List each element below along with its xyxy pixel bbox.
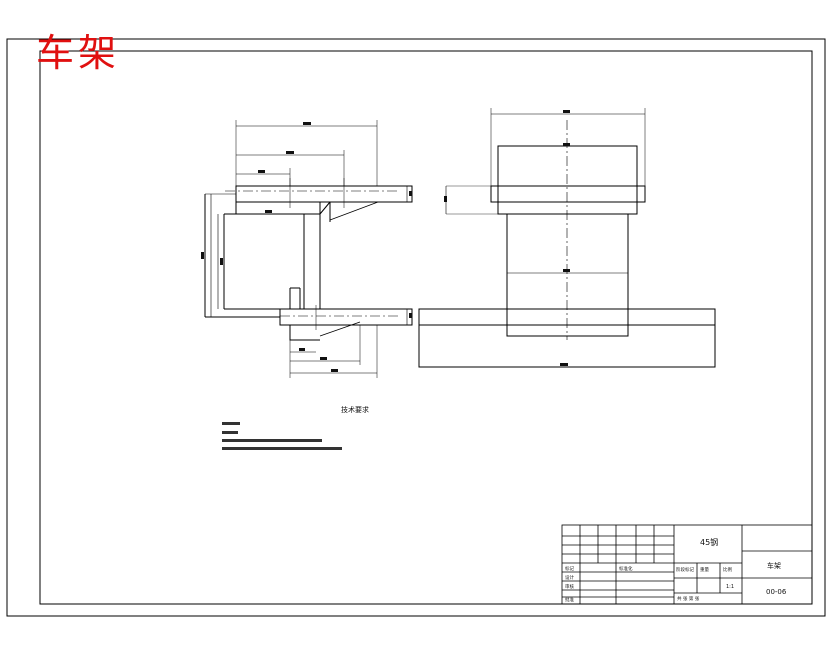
standardized-label: 标准化 (619, 565, 633, 572)
drawing-frame (39, 50, 813, 605)
body-inner-edge (235, 202, 305, 309)
part-name-label: 车架 (767, 561, 781, 570)
front-view-dimension-labels (201, 122, 447, 372)
mark-label: 标记 (565, 565, 574, 572)
technical-notes: 技术要求 (222, 405, 369, 450)
side-upper-block (497, 145, 638, 215)
stage-mark-label: 阶段标记 (676, 566, 694, 573)
approved-label: 批准 (565, 596, 574, 603)
checked-label: 审核 (565, 583, 574, 590)
sheet-outer-border (6, 38, 826, 617)
front-view (204, 120, 413, 378)
notes-heading: 技术要求 (341, 405, 369, 414)
drawing-number: 00-06 (766, 588, 787, 596)
side-view (418, 108, 716, 368)
side-column (506, 213, 629, 337)
title-block-text: 45钢 车架 00-06 1:1 标记 设计 审核 批准 标准化 阶段标记 重量… (565, 537, 787, 603)
top-flange (235, 185, 413, 203)
scale-value: 1:1 (726, 584, 734, 590)
title-block (561, 524, 813, 605)
side-view-dimension-labels (560, 110, 570, 366)
material-label: 45钢 (700, 537, 718, 547)
bottom-flange (279, 308, 413, 326)
weight-label: 重量 (700, 566, 709, 573)
drawing-title: 车架 (36, 31, 121, 75)
sheet-count-label: 共 张 第 张 (677, 595, 700, 602)
designed-label: 设计 (565, 574, 574, 581)
side-top-plate (490, 185, 646, 203)
ratio-label: 比例 (723, 566, 732, 573)
